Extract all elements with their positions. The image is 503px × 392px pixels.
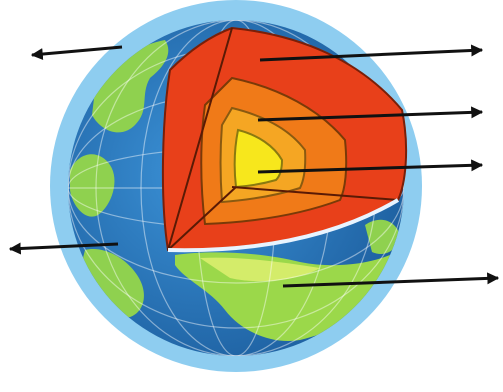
earth-structure-diagram [0, 0, 503, 392]
diagram-canvas [0, 0, 503, 392]
